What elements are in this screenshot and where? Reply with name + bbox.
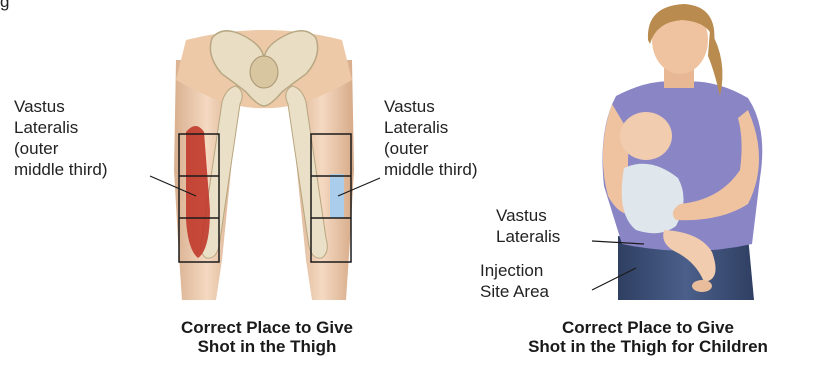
label-injection-site: Injection Site Area [480, 260, 549, 302]
label-vastus-child: Vastus Lateralis [496, 205, 560, 247]
partial-top-text: g [0, 0, 9, 12]
child-foot [692, 280, 712, 292]
label-vastus-left: Vastus Lateralis (outer middle third) [14, 96, 108, 180]
label-vastus-right: Vastus Lateralis (outer middle third) [384, 96, 478, 180]
mother-child-figure [592, 4, 762, 300]
child-head [620, 112, 672, 160]
sacrum-bone [250, 56, 278, 88]
adult-thigh-figure [150, 30, 380, 300]
caption-left: Correct Place to Give Shot in the Thigh [122, 318, 412, 356]
caption-right: Correct Place to Give Shot in the Thigh … [468, 318, 828, 356]
injection-site-highlight [330, 174, 344, 218]
